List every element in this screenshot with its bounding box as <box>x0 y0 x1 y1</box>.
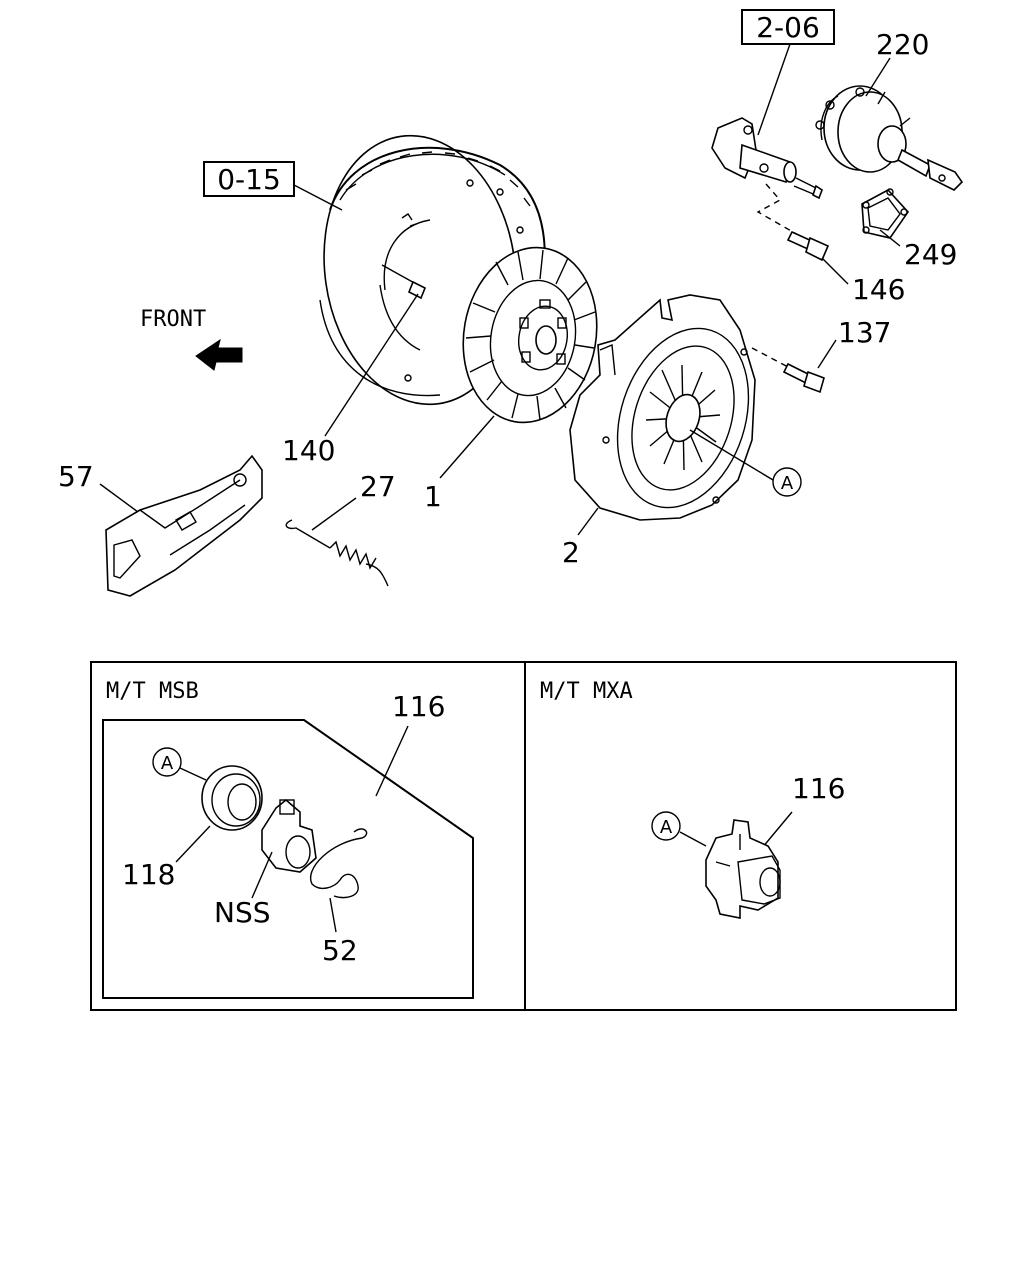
release-fork <box>105 454 263 597</box>
panel-mxa-title: M/T MXA <box>540 679 633 704</box>
callout-1: 1 <box>424 480 442 513</box>
panel-msb-title: M/T MSB <box>106 679 199 704</box>
callout-140: 140 <box>282 434 335 467</box>
callout-249: 249 <box>904 238 957 271</box>
clutch-disc <box>462 246 598 424</box>
callout-137: 137 <box>838 316 891 349</box>
reference-box-2-06[interactable]: 2-06 <box>741 9 835 45</box>
bearing-seal-118 <box>201 765 263 831</box>
front-arrow-icon <box>195 338 243 371</box>
callout-57: 57 <box>58 460 94 493</box>
marker-a-mxa-letter: A <box>660 817 673 838</box>
reference-label-0-15: 0-15 <box>217 163 281 196</box>
callout-27: 27 <box>360 470 396 503</box>
gasket <box>861 188 910 239</box>
callout-msb-118: 118 <box>122 858 175 891</box>
slave-cylinder <box>711 43 823 200</box>
variant-panels: M/T MSB 116 A 118 NSS <box>90 661 957 1011</box>
marker-a-msb: A <box>152 747 182 777</box>
flywheel-teeth <box>345 151 531 207</box>
retaining-clip-52 <box>309 828 368 899</box>
return-spring <box>285 519 389 587</box>
pilot-pin <box>381 264 427 300</box>
callout-msb-116: 116 <box>392 690 445 723</box>
release-bearing-mxa <box>705 819 781 919</box>
panel-msb: M/T MSB 116 A 118 NSS <box>102 679 474 999</box>
disc-friction-segments <box>465 249 596 421</box>
marker-a-mxa: A <box>651 811 681 841</box>
clutch-booster <box>815 85 964 191</box>
callout-2: 2 <box>562 536 580 569</box>
front-direction-indicator: FRONT <box>140 307 243 371</box>
pressure-plate-cover <box>569 294 756 521</box>
callout-220: 220 <box>876 28 929 61</box>
callout-mxa-116: 116 <box>792 772 845 805</box>
release-bearing-nss <box>261 798 317 873</box>
marker-a: A <box>772 467 802 497</box>
reference-label-2-06: 2-06 <box>756 11 820 44</box>
connector-lines-146 <box>756 183 801 237</box>
bolt-146 <box>786 230 830 262</box>
panel-mxa: M/T MXA 116 A <box>540 679 845 919</box>
callout-msb-nss: NSS <box>214 896 271 929</box>
callouts-top: 220 249 146 137 140 27 1 2 57 A <box>58 28 957 569</box>
reference-box-0-15[interactable]: 0-15 <box>203 161 295 197</box>
callout-msb-52: 52 <box>322 934 358 967</box>
callout-146: 146 <box>852 273 905 306</box>
marker-a-letter: A <box>781 473 794 494</box>
front-label: FRONT <box>140 307 206 332</box>
marker-a-msb-letter: A <box>161 753 174 774</box>
bolt-137 <box>751 347 825 394</box>
